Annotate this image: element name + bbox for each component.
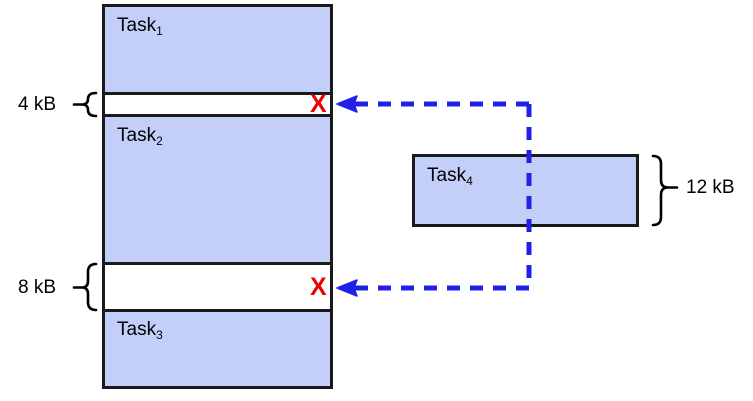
- memory-block-task1-subscript: 1: [156, 24, 163, 38]
- memory-block-task3[interactable]: [102, 309, 333, 389]
- incoming-task4-subscript: 4: [466, 174, 473, 188]
- reject-free2-icon: X: [310, 273, 327, 301]
- memory-block-task3-label: Task3: [117, 319, 163, 342]
- brace-12kb-icon: [651, 154, 669, 227]
- incoming-task4-box[interactable]: [412, 154, 639, 227]
- brace-8kb-icon: [81, 262, 98, 312]
- incoming-task4-label: Task4: [427, 165, 473, 188]
- memory-block-task2-label: Task2: [117, 125, 163, 148]
- memory-block-task3-subscript: 3: [156, 328, 163, 342]
- memory-block-task1[interactable]: [102, 4, 333, 95]
- reject-free1-icon: X: [310, 90, 327, 118]
- brace-8kb-label: 8 kB: [18, 277, 57, 298]
- memory-block-free2[interactable]: [102, 262, 333, 312]
- brace-12kb-label: 12 kB: [686, 177, 735, 198]
- memory-block-task1-label: Task1: [117, 15, 163, 38]
- brace-4kb-label: 4 kB: [18, 94, 57, 115]
- arrow-to-free2-head: [336, 279, 358, 297]
- brace-4kb-icon: [81, 91, 98, 118]
- arrow-to-free1-head: [336, 95, 358, 113]
- memory-block-task2[interactable]: [102, 114, 333, 265]
- memory-block-free1[interactable]: [102, 92, 333, 117]
- memory-block-task2-subscript: 2: [156, 134, 163, 148]
